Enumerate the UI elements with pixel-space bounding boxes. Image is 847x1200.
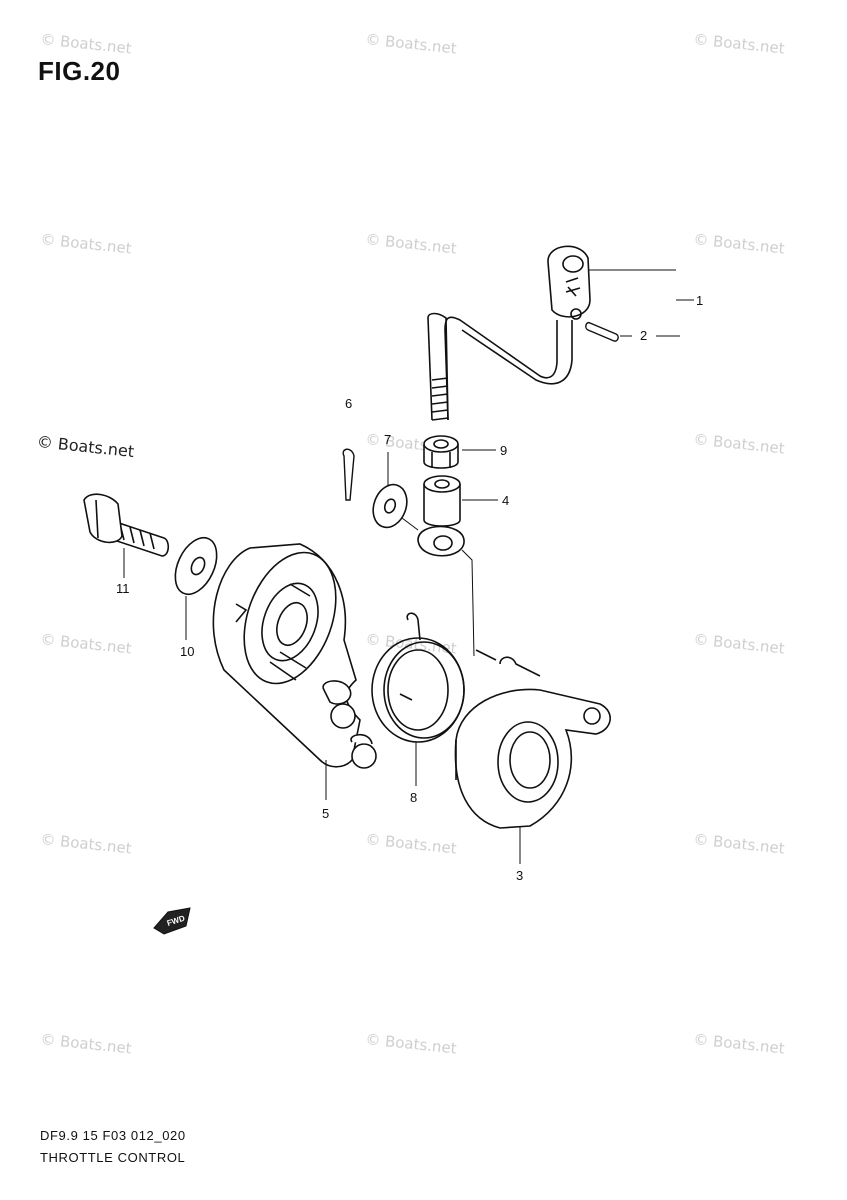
watermark: © Boats.net	[40, 830, 133, 857]
callout-numbers: 1 2 3 4 5 6 7 8 9 10 11	[116, 293, 703, 883]
watermark: © Boats.net	[693, 430, 786, 457]
watermark: © Boats.net	[40, 1030, 133, 1057]
part-3-bracket	[454, 649, 611, 829]
watermark: © Boats.net	[365, 830, 458, 857]
callout-3: 3	[516, 868, 523, 883]
part-8-spring	[371, 612, 465, 743]
watermark: © Boats.net	[365, 30, 458, 57]
part-10-washer	[174, 536, 218, 596]
callout-2: 2	[640, 328, 647, 343]
watermark: © Boats.net	[365, 1030, 458, 1057]
callout-5: 5	[322, 806, 329, 821]
callout-9: 9	[500, 443, 507, 458]
watermark: © Boats.net	[693, 1030, 786, 1057]
watermark: © Boats.net	[365, 230, 458, 257]
watermark: © Boats.net	[40, 630, 133, 657]
diagram-code: DF9.9 15 F03 012_020	[40, 1128, 186, 1143]
fwd-direction-marker: FWD	[153, 907, 191, 935]
figure-title: FIG.20	[38, 56, 121, 86]
callout-1: 1	[696, 293, 703, 308]
callout-11: 11	[116, 581, 130, 596]
watermark: © Boats.net	[693, 830, 786, 857]
diagram-name: THROTTLE CONTROL	[40, 1150, 186, 1165]
part-4-joint	[417, 475, 465, 557]
part-5-throttle-cam	[212, 543, 377, 769]
callout-7: 7	[384, 432, 391, 447]
callout-4: 4	[502, 493, 509, 508]
watermark: © Boats.net	[693, 630, 786, 657]
leader-lines	[123, 269, 694, 864]
part-11-bolt	[83, 493, 170, 557]
part-2-pin	[585, 321, 619, 342]
callout-6: 6	[345, 396, 352, 411]
part-7-washer	[372, 483, 408, 529]
part-6-split-pin	[342, 448, 355, 501]
watermark: © Boats.net	[40, 230, 133, 257]
part-9-nut	[423, 435, 459, 469]
watermark: © Boats.net	[693, 30, 786, 57]
watermark: © Boats.net	[40, 30, 133, 57]
callout-8: 8	[410, 790, 417, 805]
callout-10: 10	[180, 644, 194, 659]
watermark: © Boats.net	[693, 230, 786, 257]
part-1-throttle-rod	[427, 245, 591, 421]
